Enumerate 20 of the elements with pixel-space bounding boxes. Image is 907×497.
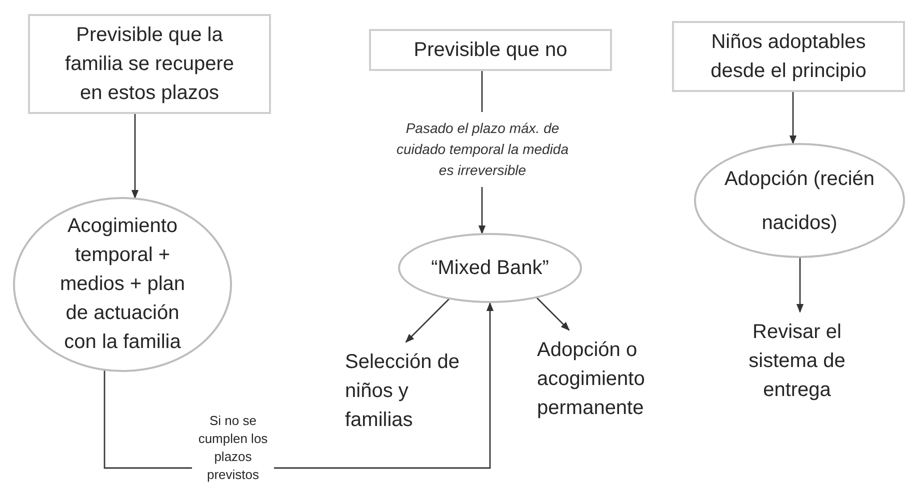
node-text: Acogimiento temporal + medios + plan de actuación con la familia — [58, 214, 186, 355]
arrow — [796, 258, 804, 313]
note-text: Pasado el plazo máx. de cuidado temporal la medida es irreversible — [390, 118, 575, 181]
node-text: Selección de niños y familias — [345, 348, 460, 435]
node-text: “Mixed Bank” — [431, 256, 549, 280]
node-text: Revisar el sistema de entrega — [732, 318, 862, 405]
node-text: Previsible que la familia se recupere en estos plazos — [64, 22, 235, 106]
node-text: Adopción (recién nacidos) — [723, 166, 876, 236]
arrow — [789, 92, 797, 144]
process-box — [369, 29, 612, 71]
process-box — [28, 14, 271, 114]
arrow — [405, 298, 450, 343]
arrow — [478, 187, 486, 234]
node-text: Niños adoptables desde el principio — [710, 30, 868, 84]
process-box — [672, 21, 905, 92]
node-text: Adopción o acogimiento permanente — [537, 336, 675, 423]
node-text: Previsible que no — [414, 38, 568, 62]
arrow — [536, 297, 570, 331]
arrow — [131, 114, 139, 199]
connector-line — [481, 71, 483, 112]
